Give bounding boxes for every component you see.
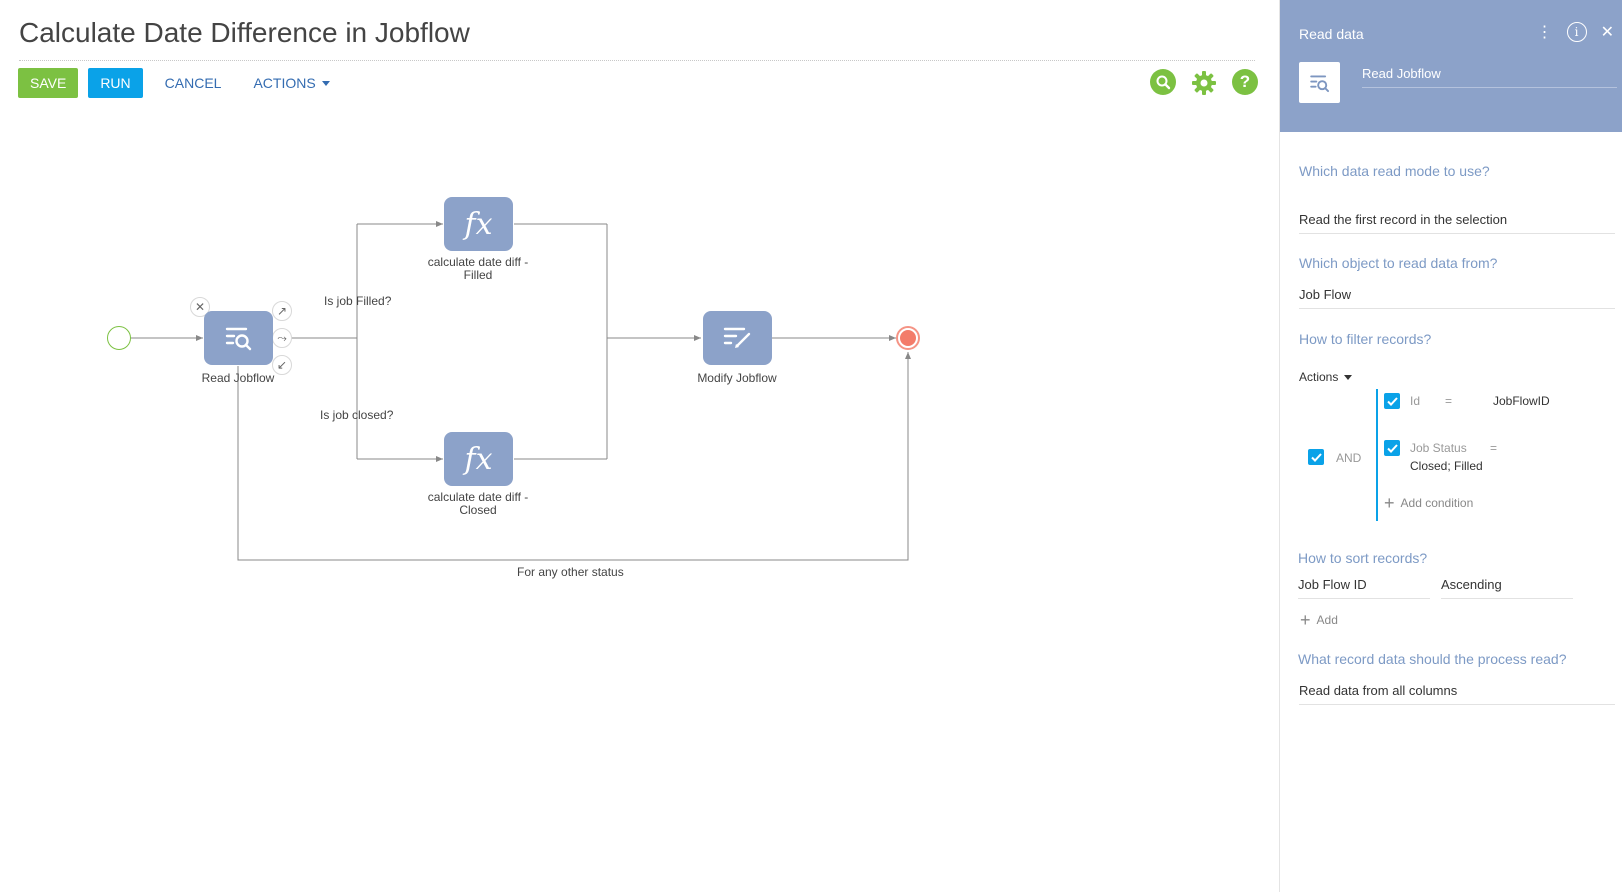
flow-connectors xyxy=(131,221,911,561)
cancel-button[interactable]: CANCEL xyxy=(164,75,222,91)
end-event[interactable] xyxy=(896,326,920,350)
calc-closed-label-line2: Closed xyxy=(459,503,497,517)
toolbar-icons: ? xyxy=(1150,69,1258,97)
actions-menu-button[interactable]: ACTIONS xyxy=(241,68,341,98)
calc-filled-label: calculate date diff - Filled xyxy=(408,256,548,282)
search-icon[interactable] xyxy=(1150,69,1176,95)
condition-operator[interactable]: = xyxy=(1490,441,1498,455)
info-icon[interactable]: i xyxy=(1566,22,1587,42)
calc-closed-label: calculate date diff - Closed xyxy=(408,491,548,517)
connect-arrow-icon[interactable]: ↗ xyxy=(272,301,292,321)
flow-other-status xyxy=(237,352,911,561)
condition-field[interactable]: Job Status xyxy=(1410,441,1467,455)
properties-panel: Read data ⋮ i ✕ Read Jobflow Which data … xyxy=(1279,0,1622,892)
add-condition-button[interactable]: + Add condition xyxy=(1384,493,1474,513)
filter-question: How to filter records? xyxy=(1299,331,1432,347)
panel-title: Read data xyxy=(1299,26,1364,42)
group-checkbox[interactable] xyxy=(1308,449,1324,465)
condition-operator[interactable]: = xyxy=(1445,394,1453,408)
plus-icon: + xyxy=(1300,610,1311,630)
page-title: Calculate Date Difference in Jobflow xyxy=(19,14,1255,61)
sort-question: How to sort records? xyxy=(1298,550,1428,566)
actions-label: ACTIONS xyxy=(253,75,316,91)
calc-closed-label-line1: calculate date diff - xyxy=(427,490,529,504)
element-type-icon xyxy=(1299,62,1340,103)
sort-field[interactable]: Job Flow ID xyxy=(1298,577,1430,599)
add-condition-label: Add condition xyxy=(1400,496,1474,510)
columns-field[interactable]: Read data from all columns xyxy=(1299,683,1615,705)
plus-icon: + xyxy=(1384,493,1395,513)
panel-header-icons: ⋮ i ✕ xyxy=(1537,22,1614,42)
filter-actions-label: Actions xyxy=(1299,370,1339,384)
save-button[interactable]: SAVE xyxy=(18,68,79,98)
add-sort-label: Add xyxy=(1316,613,1338,627)
read-jobflow-node[interactable] xyxy=(204,311,273,365)
condition-closed-label[interactable]: Is job closed? xyxy=(320,408,394,422)
filter-actions-menu[interactable]: Actions xyxy=(1299,370,1353,384)
start-event[interactable] xyxy=(107,326,131,350)
modify-jobflow-label: Modify Jobflow xyxy=(697,371,777,385)
filter-group-and[interactable]: AND xyxy=(1336,451,1362,465)
read-jobflow-label: Read Jobflow xyxy=(201,371,275,385)
calc-filled-label-line1: calculate date diff - xyxy=(427,255,529,269)
condition-value[interactable]: JobFlowID xyxy=(1493,394,1550,408)
object-question: Which object to read data from? xyxy=(1299,255,1498,271)
help-icon[interactable]: ? xyxy=(1232,69,1258,95)
condition-checkbox[interactable] xyxy=(1384,393,1400,409)
connect-conditional-icon[interactable]: ⤳ xyxy=(272,328,292,348)
object-field[interactable]: Job Flow xyxy=(1299,287,1615,309)
read-mode-question: Which data read mode to use? xyxy=(1299,163,1490,179)
run-button[interactable]: RUN xyxy=(88,68,143,98)
read-data-icon xyxy=(225,327,251,351)
condition-field[interactable]: Id xyxy=(1410,394,1421,408)
calc-filled-node[interactable]: fx xyxy=(444,197,513,251)
chevron-down-icon xyxy=(321,80,330,86)
close-icon[interactable]: ✕ xyxy=(190,297,210,317)
sort-order[interactable]: Ascending xyxy=(1441,577,1573,599)
condition-checkbox[interactable] xyxy=(1384,440,1400,456)
formula-icon: fx xyxy=(464,206,493,242)
columns-question: What record data should the process read… xyxy=(1298,651,1567,667)
close-icon[interactable]: ✕ xyxy=(1600,24,1614,41)
modify-data-icon xyxy=(723,327,750,348)
condition-filled-label[interactable]: Is job Filled? xyxy=(324,294,392,308)
element-name-field[interactable]: Read Jobflow xyxy=(1362,66,1617,88)
filter-group-line xyxy=(1376,389,1378,521)
connect-default-icon[interactable]: ↙ xyxy=(272,355,292,375)
condition-other-label[interactable]: For any other status xyxy=(517,565,624,579)
add-sort-button[interactable]: + Add xyxy=(1300,610,1338,630)
read-mode-field[interactable]: Read the first record in the selection xyxy=(1299,212,1615,234)
more-vertical-icon[interactable]: ⋮ xyxy=(1536,24,1553,41)
condition-value[interactable]: Closed; Filled xyxy=(1410,459,1483,473)
process-canvas[interactable]: ✕ ↗ ⤳ ↙ Read Jobflow Is job Filled? Is j… xyxy=(0,110,1270,892)
chevron-down-icon xyxy=(1344,374,1353,380)
formula-icon: fx xyxy=(464,441,493,477)
gear-icon[interactable] xyxy=(1190,69,1218,97)
calc-filled-label-line2: Filled xyxy=(463,268,493,282)
read-data-icon xyxy=(1309,74,1329,92)
calc-closed-node[interactable]: fx xyxy=(444,432,513,486)
panel-header: Read data ⋮ i ✕ Read Jobflow xyxy=(1280,0,1622,132)
toolbar: SAVE RUN CANCEL ACTIONS xyxy=(18,68,342,98)
modify-jobflow-node[interactable] xyxy=(703,311,772,365)
